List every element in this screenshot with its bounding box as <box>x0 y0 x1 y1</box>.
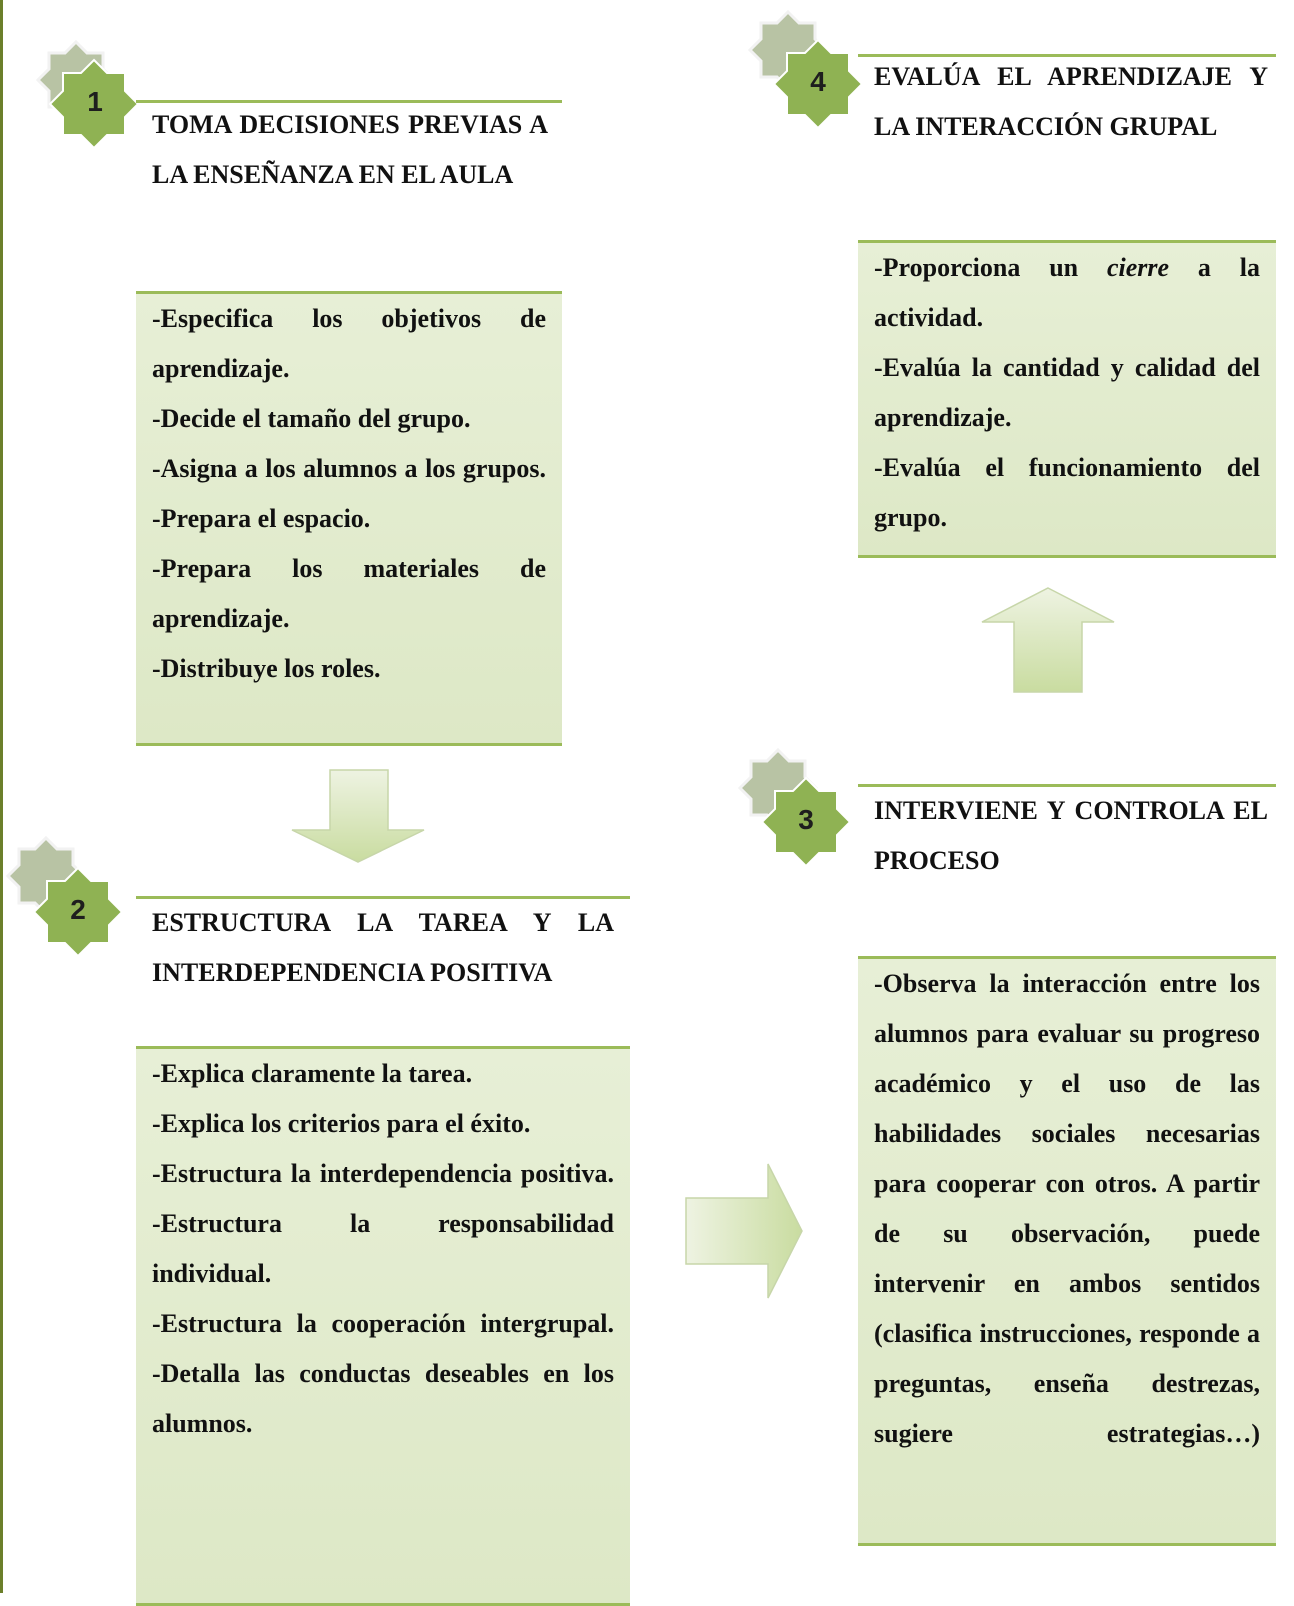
step-4-item-emphasis: cierre <box>1106 253 1170 282</box>
step-3-title-rule <box>858 784 1276 787</box>
step-4-item: -Evalúa la cantidad y calidad del aprend… <box>874 353 1260 432</box>
step-4-item-closure: -Proporciona un cierre a la actividad. <box>874 243 1260 343</box>
step-4-item: -Evalúa el funcionamiento del grupo. <box>874 453 1260 532</box>
step-3-title: INTERVIENE Y CONTROLA EL PROCESO <box>874 796 1268 875</box>
arrow-up-icon <box>981 587 1115 693</box>
step-2-item: -Detalla las conductas deseables en los … <box>152 1359 614 1438</box>
step-1-title-rule <box>136 100 562 103</box>
step-2-title: ESTRUCTURA LA TAREA Y LA INTERDEPENDENCI… <box>152 908 614 987</box>
step-1-badge: 1 <box>30 40 150 160</box>
step-1-item: -Prepara los materiales de aprendizaje. <box>152 554 546 633</box>
step-4-box: -Proporciona un cierre a la actividad. -… <box>858 240 1276 558</box>
step-2-badge: 2 <box>2 836 122 956</box>
step-1-item: -Distribuye los roles. <box>152 654 381 683</box>
step-4-item-text: a la actividad. <box>874 253 1260 332</box>
step-2-box: -Explica claramente la tarea. -Explica l… <box>136 1046 630 1606</box>
step-2-item: -Explica los criterios para el éxito. <box>152 1109 531 1138</box>
step-4-title: EVALÚA EL APRENDIZAJE Y LA INTERACCIÓN G… <box>874 62 1268 141</box>
step-3-item: -Observa la interacción entre los alumno… <box>874 969 1260 1448</box>
step-4-title-rule <box>858 54 1276 57</box>
step-2-item: -Explica claramente la tarea. <box>152 1059 473 1088</box>
arrow-right-icon <box>685 1163 803 1299</box>
step-3-box: -Observa la interacción entre los alumno… <box>858 956 1276 1546</box>
step-2-item: -Estructura la responsabilidad individua… <box>152 1209 614 1288</box>
left-border <box>0 0 3 1593</box>
step-2-number: 2 <box>70 894 86 925</box>
step-1-item: -Prepara el espacio. <box>152 504 371 533</box>
step-1-item: -Especifica los objetivos de aprendizaje… <box>152 304 546 383</box>
step-2-item: -Estructura la cooperación intergrupal. <box>152 1309 614 1338</box>
step-4-badge: 4 <box>742 8 864 130</box>
step-2-title-rule <box>136 896 630 899</box>
arrow-down-icon <box>291 769 425 863</box>
step-1-box: -Especifica los objetivos de aprendizaje… <box>136 291 562 746</box>
step-1-item: -Asigna a los alumnos a los grupos. <box>152 454 546 483</box>
step-4-item-text: -Proporciona un <box>874 253 1107 282</box>
step-4-number: 4 <box>810 66 826 97</box>
step-2-item: -Estructura la interdependencia positiva… <box>152 1159 614 1188</box>
step-3-badge: 3 <box>730 746 852 868</box>
step-1-title: TOMA DECISIONES PREVIAS A LA ENSEÑANZA E… <box>152 110 548 189</box>
step-1-item: -Decide el tamaño del grupo. <box>152 404 471 433</box>
step-3-number: 3 <box>798 804 814 835</box>
step-1-number: 1 <box>87 86 103 117</box>
